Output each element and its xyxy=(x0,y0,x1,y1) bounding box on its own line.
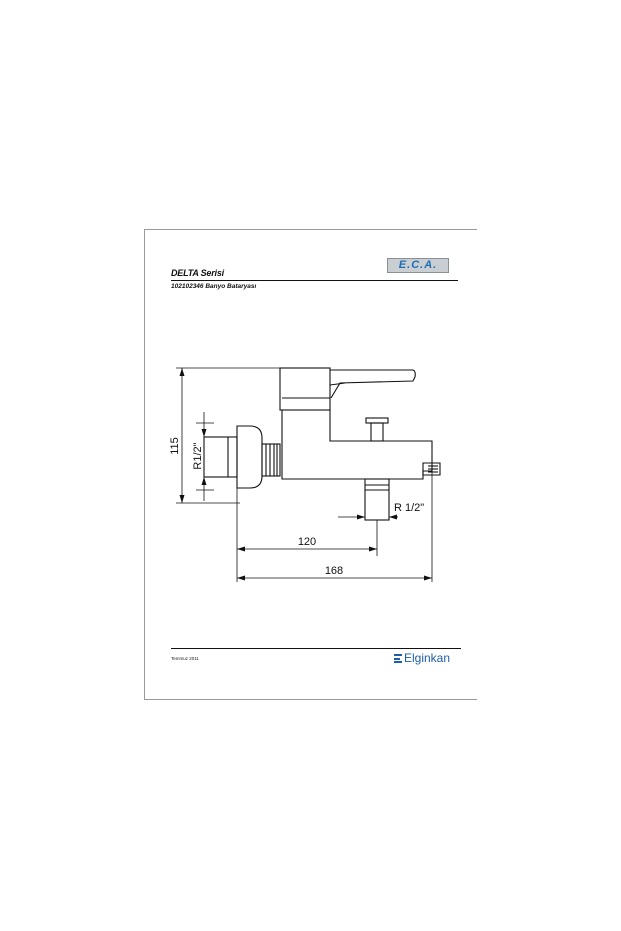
diverter-cap xyxy=(365,417,389,424)
elginkan-logo: Elginkan xyxy=(394,651,450,665)
product-title: 102102346 Banyo Bataryası xyxy=(171,283,257,290)
inlet-pipe xyxy=(203,436,238,478)
elginkan-mark-icon xyxy=(394,654,402,663)
eccentric-nut xyxy=(261,443,281,477)
brand-name: Elginkan xyxy=(404,651,451,665)
header-rule xyxy=(171,280,458,281)
issue-date: Temmuz 2011 xyxy=(171,656,199,661)
mixer-body xyxy=(281,409,433,480)
diverter-stem xyxy=(370,422,384,442)
footer-rule xyxy=(171,648,461,649)
lever-handle xyxy=(330,369,416,399)
series-title: DELTA Serisi xyxy=(171,268,224,278)
inlet-thread-label: R1/2" xyxy=(192,442,204,469)
cartridge-column xyxy=(279,367,331,411)
width-168-label: 168 xyxy=(325,565,343,577)
eca-logo: E.C.A. xyxy=(387,258,449,273)
height-dimension-label: 115 xyxy=(169,437,181,455)
outlet-thread-label: R 1/2" xyxy=(394,502,424,514)
spout-tip xyxy=(422,462,441,476)
wall-flange xyxy=(236,425,263,489)
datasheet-page xyxy=(144,229,477,700)
width-120-label: 120 xyxy=(298,536,316,548)
